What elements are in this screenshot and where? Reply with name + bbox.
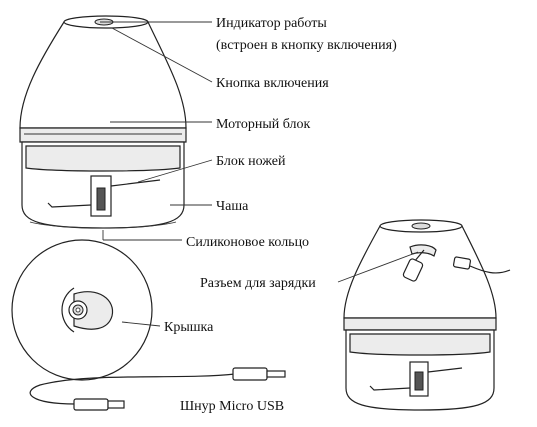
label-power-button: Кнопка включения	[216, 76, 329, 91]
label-indicator: Индикатор работы	[216, 16, 327, 31]
label-bowl: Чаша	[216, 199, 249, 214]
label-cable: Шнур Micro USB	[180, 399, 284, 414]
label-charging-port: Разъем для зарядки	[200, 276, 316, 291]
chopper-device-icon	[19, 15, 187, 229]
label-blade-unit: Блок ножей	[216, 154, 286, 169]
label-motor-unit: Моторный блок	[216, 117, 311, 132]
micro-usb-cable-icon	[29, 367, 286, 411]
leader-lines	[100, 21, 419, 327]
lid-icon	[11, 239, 153, 381]
label-lid: Крышка	[164, 320, 214, 335]
charging-device-icon	[343, 219, 511, 411]
label-silicone-ring: Силиконовое кольцо	[186, 235, 309, 250]
label-indicator-note: (встроен в кнопку включения)	[216, 38, 397, 53]
